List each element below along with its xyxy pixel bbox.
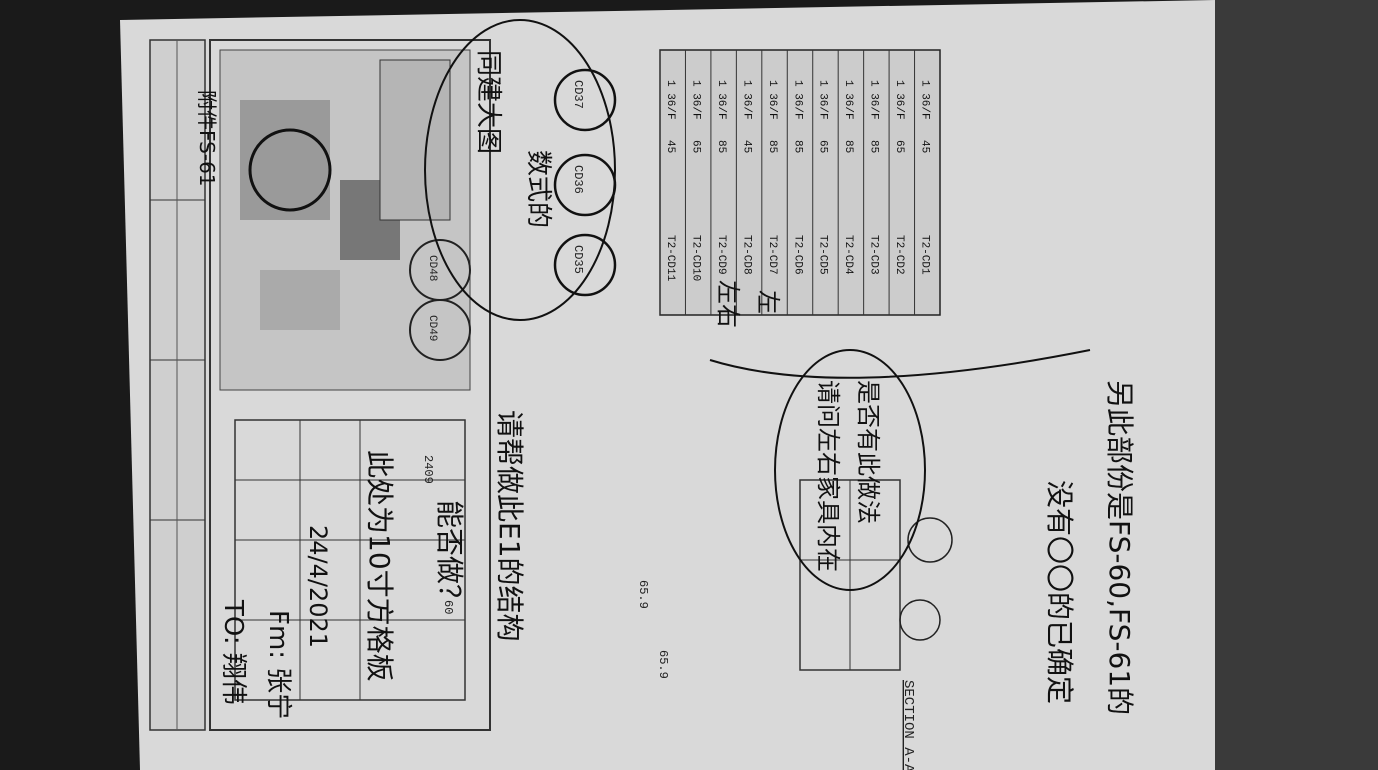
section-label: SECTION A-A: [900, 680, 916, 770]
note-question3: 请帮做此E1的结构: [493, 410, 526, 642]
table-cell: T2-CD7: [766, 235, 778, 275]
table-cell: 1 36/F: [740, 80, 752, 120]
table-cell: 85: [842, 140, 854, 153]
note-top-right-2: 数式的: [523, 150, 553, 228]
dim-label-2: 65.9: [656, 650, 670, 679]
table-cell: 1 36/F: [664, 80, 676, 120]
note-question2: 能否做？: [433, 500, 466, 612]
table-cell: T2-CD2: [893, 235, 905, 275]
handwriting-bottom: 没有〇〇的已确定 另此部份是FS-60,FS-61的: [1043, 380, 1136, 715]
note-date: 24/4/2021: [304, 525, 332, 648]
bubble-cd37: CD37: [571, 80, 585, 109]
table-cell: 45: [919, 140, 931, 153]
note-from: Fm: 张宁: [263, 610, 293, 719]
bottom-note-1: 没有〇〇的已确定: [1043, 480, 1076, 704]
cloud-note-1: 请问左右家具内在: [814, 380, 842, 572]
table-cell: 85: [868, 140, 880, 153]
table-cell: 65: [817, 140, 829, 153]
note-top-right-1: 同建大图: [473, 50, 503, 154]
section-drawing: 2409 60 65.9 65.9: [234, 419, 670, 701]
cloud-note-2: 是否有此做法: [854, 380, 882, 524]
handwriting-center-cloud: 请问左右家具内在 是否有此做法: [774, 349, 926, 591]
table-cell: 1 36/F: [817, 80, 829, 120]
table-cell: 45: [664, 140, 676, 153]
dim-label-4: 60: [441, 600, 455, 614]
handwriting-side-labels: 左右 左: [709, 280, 1091, 379]
table-cell: T2-CD10: [689, 235, 701, 281]
section-aa-drawing: SECTION A-A: [799, 479, 953, 770]
table-cell: T2-CD1: [919, 235, 931, 275]
note-top-right-3: 附件FS-61: [195, 90, 219, 187]
table-cell: 65: [689, 140, 701, 153]
dim-label-3: 2409: [421, 455, 435, 484]
handwriting-right: 同建大图 数式的 附件FS-61: [195, 19, 616, 321]
table-cell: T2-CD5: [817, 235, 829, 275]
table-cell: T2-CD6: [791, 235, 803, 275]
side-label-2: 左: [754, 290, 782, 314]
table-cell: T2-CD3: [868, 235, 880, 275]
title-block: [149, 39, 206, 731]
table-cell: 45: [740, 140, 752, 153]
table-cell: T2-CD8: [740, 235, 752, 275]
table-cell: 85: [766, 140, 778, 153]
table-cell: T2-CD4: [842, 235, 854, 275]
dim-label-1: 65.9: [636, 580, 650, 609]
table-cell: 1 36/F: [842, 80, 854, 120]
schedule-table: T2-CD11 45 1 36/F T2-CD10 65 1 36/F T2-CD9 85 1 …: [659, 49, 941, 316]
table-cell: 1 36/F: [689, 80, 701, 120]
table-cell: 1 36/F: [715, 80, 727, 120]
desk-right: [1210, 0, 1378, 770]
detail-bubbles: CD48 CD49 CD35 CD36 CD37: [409, 68, 617, 361]
table-cell: 1 36/F: [791, 80, 803, 120]
detail-drawing: [219, 49, 471, 391]
note-to: TO: 翔伟: [218, 599, 248, 705]
table-cell: 1 36/F: [766, 80, 778, 120]
table-cell: 85: [715, 140, 727, 153]
bubble-cd36: CD36: [571, 165, 585, 194]
table-cell: 65: [893, 140, 905, 153]
bubble-cd35: CD35: [571, 245, 585, 274]
side-label-1: 左右: [714, 280, 742, 328]
table-cell: 1 36/F: [919, 80, 931, 120]
note-question1: 此处为10寸方格板: [363, 450, 396, 682]
bubble-cd49: CD49: [426, 315, 438, 341]
bubble-cd48: CD48: [426, 255, 438, 281]
bottom-note-2: 另此部份是FS-60,FS-61的: [1103, 380, 1136, 715]
table-cell: T2-CD11: [664, 235, 676, 282]
handwriting-left: TO: 翔伟 Fm: 张宁 24/4/2021 此处为10寸方格板 能否做？ 请…: [218, 410, 526, 719]
table-cell: T2-CD9: [715, 235, 727, 275]
drawing-frame: [209, 39, 491, 731]
table-cell: 1 36/F: [893, 80, 905, 120]
table-cell: 1 36/F: [868, 80, 880, 120]
table-cell: 85: [791, 140, 803, 153]
